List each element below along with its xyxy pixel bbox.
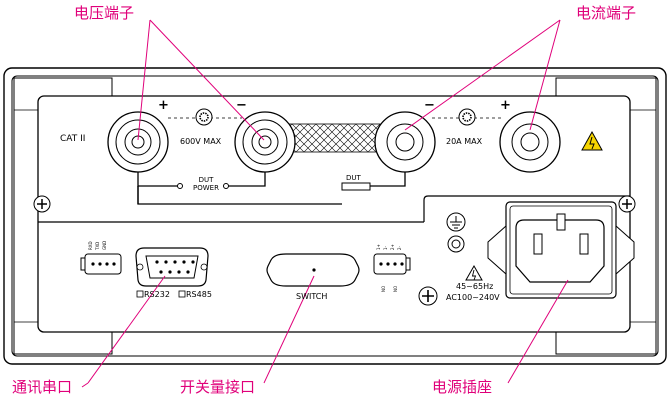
- ground-terminal: [446, 212, 466, 253]
- rs485-label: RS485: [186, 290, 212, 299]
- warning-icon: [581, 130, 603, 151]
- current-fuse-knob: [458, 108, 476, 126]
- minus-sign-current: −: [424, 98, 435, 113]
- warning-icon-small: [465, 264, 483, 281]
- callout-current-terminal: 电流端子: [576, 4, 637, 22]
- svg-text:1-: 1-: [383, 245, 388, 250]
- current-terminal-positive: [499, 111, 561, 173]
- cat-label: CAT II: [60, 134, 86, 144]
- svg-text:RXD: RXD: [88, 241, 93, 250]
- side-screw-right: [618, 195, 636, 213]
- svg-text:GND: GND: [102, 241, 107, 250]
- voltage-max-label: 600V MAX: [180, 137, 222, 146]
- callout-power-socket: 电源插座: [432, 378, 493, 396]
- switch-connector: [266, 253, 360, 287]
- dut-power-line2: POWER: [193, 184, 219, 192]
- current-max-label: 20A MAX: [446, 137, 483, 146]
- minus-sign-voltage: −: [236, 98, 247, 113]
- callout-switch-port: 开关量接口: [180, 378, 256, 396]
- current-terminal-negative: [374, 111, 436, 173]
- callout-comm-port: 通讯串口: [12, 378, 73, 396]
- callout-leaders: [87, 19, 569, 384]
- dut-power-label: DUT POWER: [188, 176, 224, 192]
- svg-text:2+: 2+: [390, 244, 395, 250]
- ac-range-label: AC100~240V: [446, 293, 500, 302]
- svg-text:NO: NO: [393, 286, 398, 292]
- dut-power-line1: DUT: [198, 176, 214, 184]
- svg-text:TXD: TXD: [95, 242, 100, 251]
- db9-serial-port: [135, 247, 209, 287]
- voltage-terminal-negative: [234, 111, 296, 173]
- comm-pin-connector: RXD TXD GND: [80, 241, 122, 275]
- dut-wiring: [137, 172, 406, 205]
- rs232-label: RS232: [144, 290, 170, 299]
- plus-sign-voltage: +: [158, 98, 169, 113]
- svg-text:NO: NO: [381, 286, 386, 292]
- power-socket: [487, 201, 635, 299]
- switch-label: SWITCH: [296, 292, 328, 301]
- freq-label: 45~65Hz: [456, 282, 494, 291]
- voltage-terminal-positive: [107, 111, 169, 173]
- plus-sign-current: +: [500, 98, 511, 113]
- panel-screw: [418, 286, 438, 306]
- svg-text:2-: 2-: [397, 245, 402, 250]
- side-screw-left: [33, 195, 51, 213]
- svg-text:1+: 1+: [376, 244, 381, 250]
- callout-voltage-terminal: 电压端子: [74, 4, 135, 22]
- dut-label: DUT: [346, 174, 361, 182]
- voltage-fuse-knob: [195, 108, 213, 126]
- switch-pin-connector: 1+ 1- 2+ 2- NO NO: [373, 244, 411, 292]
